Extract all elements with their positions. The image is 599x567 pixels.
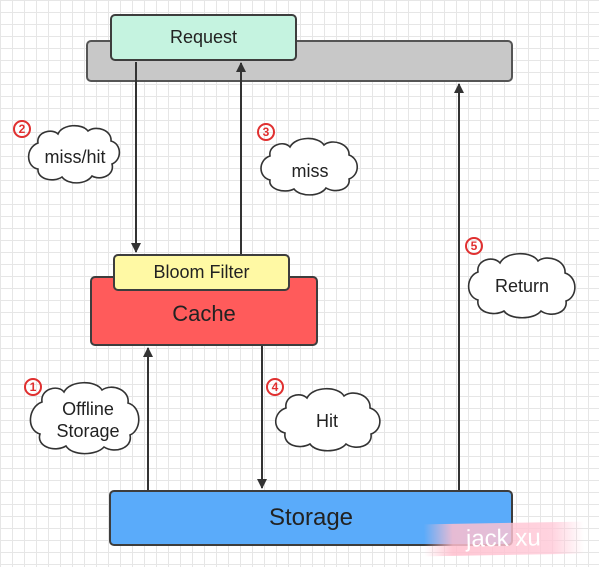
step-5-number: 5 — [465, 237, 483, 255]
step-4-number: 4 — [266, 378, 284, 396]
cloud-miss — [260, 137, 359, 196]
step-3-label: miss — [291, 161, 329, 181]
cloud-return — [467, 252, 576, 319]
step-3-number: 3 — [257, 123, 275, 141]
step-2-number: 2 — [13, 120, 31, 138]
step-5-label: Return — [494, 276, 550, 296]
step-4-label: Hit — [316, 411, 338, 431]
step-2-label: miss/hit — [44, 147, 106, 167]
watermark-text: jack xu — [423, 521, 585, 557]
cloud-offline-storage — [29, 381, 140, 455]
request-node: Request — [110, 14, 297, 61]
bloom-filter-node: Bloom Filter — [113, 254, 290, 291]
step-1-label: Offline Storage — [56, 399, 120, 441]
step-1-number: 1 — [24, 378, 42, 396]
cloud-hit — [274, 387, 381, 452]
cloud-miss-hit — [27, 124, 121, 184]
